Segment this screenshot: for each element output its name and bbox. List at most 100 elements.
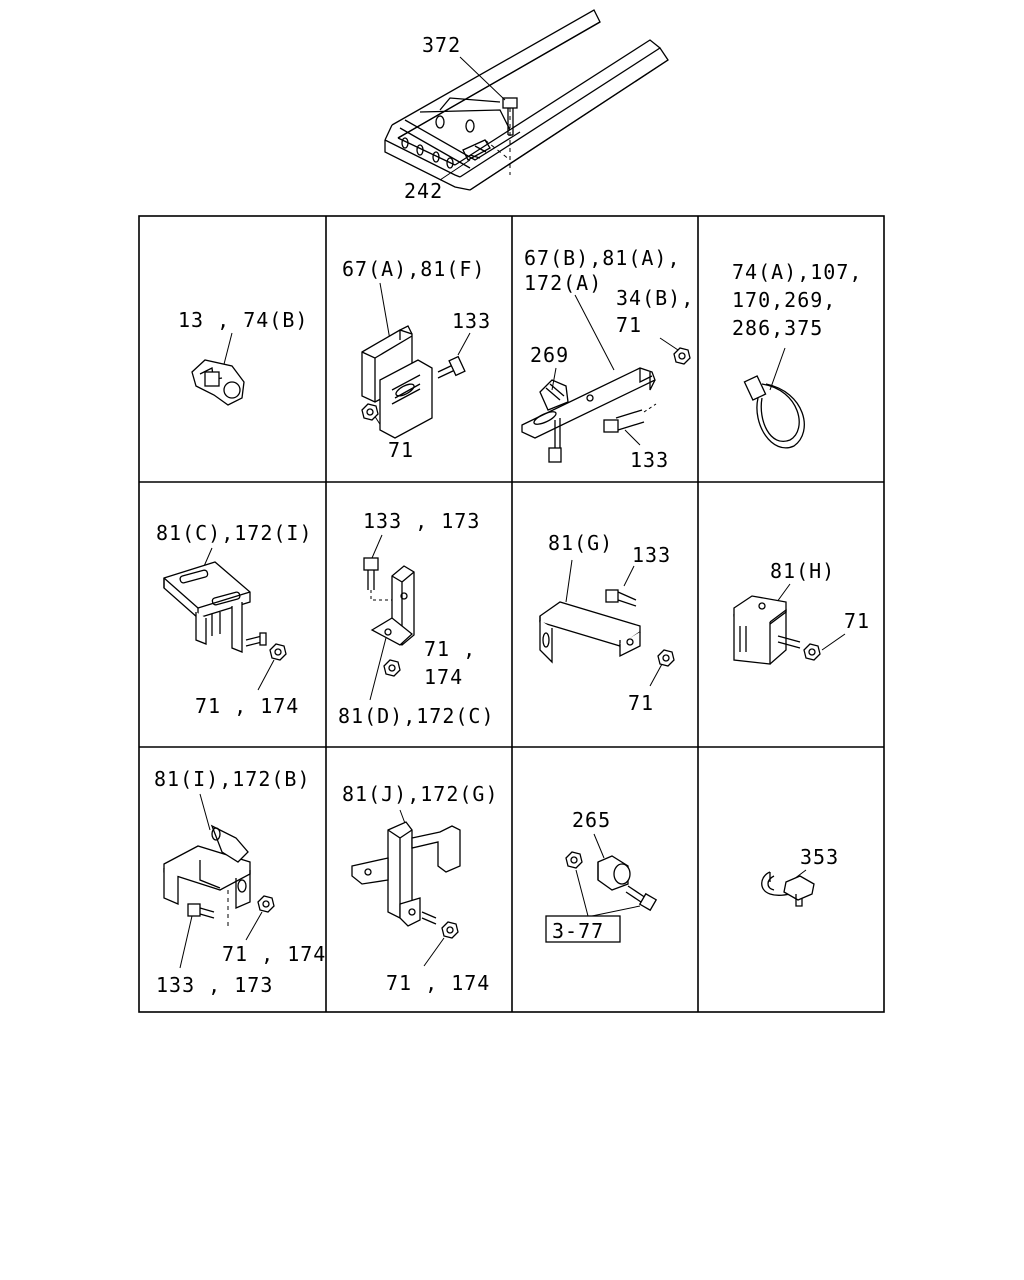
label-81d-172c: 81(D),172(C) [338,704,495,728]
leader-3-77 [575,869,641,917]
cell-r2c1: 81(C),172(I) 71 , 174 [156,521,313,718]
label-67b-81a: 67(B),81(A), [524,246,681,270]
leader-71-174 [257,659,275,691]
l-bracket-part [370,565,415,646]
bracket-part [361,325,433,439]
bolt-fastener [421,911,437,925]
cell-r3c4: 353 [761,845,839,907]
cell-r1c2: 67(A),81(F) 133 71 [342,257,491,462]
cell-r2c4: 81(H) 71 [733,559,870,665]
leader-265 [593,833,605,859]
nut-71 [441,921,459,939]
bolt-133 [605,589,637,607]
leader-242 [439,159,471,181]
label-81c-172i: 81(C),172(I) [156,521,313,545]
bolt-133-c3 [603,403,657,433]
leader-71-c1r3 [245,911,263,941]
leader-71-c3r2 [649,663,663,687]
nut-71 [657,649,675,667]
nut-fastener [565,851,583,869]
label-71: 71 [844,609,870,633]
bolt-133 [363,557,395,601]
callout-242: 242 [404,179,443,203]
label-265: 265 [572,808,611,832]
cell-r1c1: 13 , 74(B) [178,308,308,406]
label-81j-172g: 81(J),172(G) [342,782,499,806]
leader-74a [769,347,786,391]
leader-81i [199,793,211,831]
label-71-174: 71 , 174 [222,942,326,966]
label-3-77: 3-77 [552,919,604,943]
leader-81d [369,629,389,701]
label-71: 71 [628,691,654,715]
long-bracket-part [521,367,656,463]
label-133: 133 [632,543,671,567]
bolt-fastener [777,635,801,649]
nut-71 [803,643,821,661]
bolt-fastener [625,885,658,912]
cell-r1c3: 67(B),81(A), 172(A) 34(B), 71 269 133 [521,246,694,472]
label-71-174: 71 , 174 [386,971,490,995]
nut-71 [383,659,401,677]
cable-tie-part [743,375,805,449]
clip-353-part [761,871,815,907]
leader-133 [457,332,471,356]
nut-71 [361,403,379,421]
callout-372: 372 [422,33,461,57]
label-133-c3: 133 [630,448,669,472]
label-133-173: 133 , 173 [363,509,480,533]
bracket-81g-part [539,601,641,664]
label-81g: 81(G) [548,531,613,555]
leader-81g [565,559,573,603]
label-71: 71 , [424,637,476,661]
label-81i-172b: 81(I),172(B) [154,767,311,791]
leader-133-173 [371,534,383,559]
label-13-74b: 13 , 74(B) [178,308,308,332]
label-170-269: 170,269, [732,288,836,312]
ref-box-3-77[interactable] [545,915,621,943]
leader-133-c3r2 [623,565,635,587]
cell-r2c3: 81(G) 133 71 [539,531,675,715]
cell-r2c2: 133 , 173 71 , 174 81(D),172(C) [338,509,495,728]
clip-part [191,359,245,406]
bracket-81c-part [163,561,251,653]
label-71: 71 [388,438,414,462]
label-172a: 172(A) [524,271,602,295]
bolt-133 [187,903,215,919]
label-34b: 34(B), [616,286,694,310]
leader-67a [379,282,391,341]
leader-71-c2r3 [423,937,445,967]
frame-assembly-drawing [384,9,669,191]
cell-r3c3: 265 3-77 [545,808,658,943]
label-74a-107: 74(A),107, [732,260,862,284]
leader-67b [574,294,615,371]
leader-133-c3 [624,429,641,446]
bolt-fastener [245,632,267,647]
label-133: 133 [452,309,491,333]
nut-71 [269,643,287,661]
label-269: 269 [530,343,569,367]
leader-372 [459,56,506,101]
bracket-81i-part [163,824,251,928]
label-133-173: 133 , 173 [156,973,273,997]
label-71-c3: 71 [616,313,642,337]
cell-r3c2: 81(J),172(G) 71 , 174 [342,782,499,995]
nut-34b [673,347,691,365]
bracket-81j-part [351,821,461,927]
label-71-174: 71 , 174 [195,694,299,718]
label-67a-81f: 67(A),81(F) [342,257,485,281]
bracket-81h-part [733,595,787,665]
cell-r1c4: 74(A),107, 170,269, 286,375 [732,260,862,449]
clamp-265-part [597,855,631,891]
leader-71-c4r2 [821,633,846,651]
label-81h: 81(H) [770,559,835,583]
cell-r3c1: 81(I),172(B) 71 , 174 133 , 173 [154,767,326,997]
nut-71 [257,895,275,913]
label-353: 353 [800,845,839,869]
label-174: 174 [424,665,463,689]
leader-133-c1r3 [179,915,193,969]
label-286-375: 286,375 [732,316,823,340]
parts-grid [138,215,885,1013]
bolt-133 [437,355,466,379]
